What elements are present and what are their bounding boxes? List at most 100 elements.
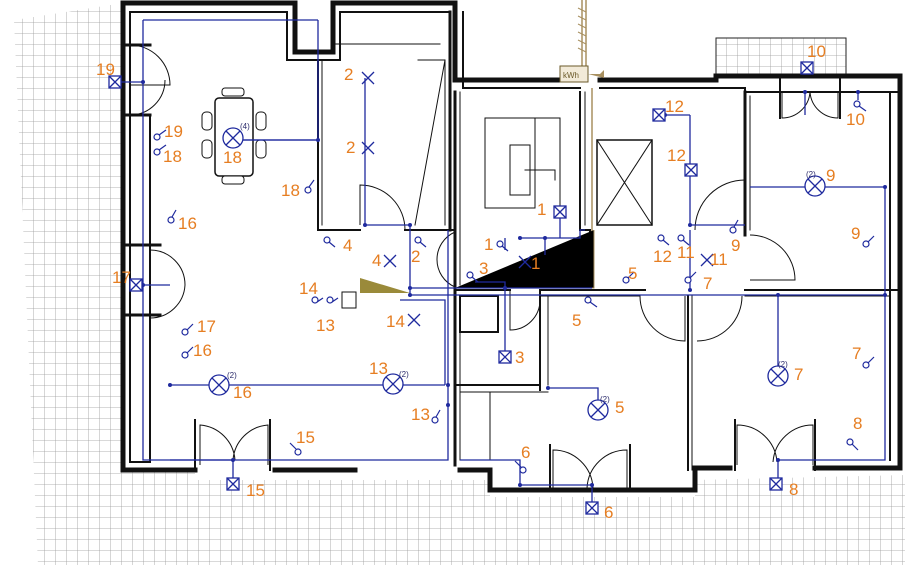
light-fixture-icon xyxy=(767,365,789,387)
meter-riser: kWh xyxy=(455,0,604,289)
circuit-label: 18 xyxy=(223,148,242,167)
switch-icon xyxy=(729,219,739,234)
switch-icon xyxy=(657,234,670,246)
switch-icon xyxy=(323,236,336,248)
circuit-label: 9 xyxy=(851,224,860,243)
circuit-label: 4 xyxy=(343,236,352,255)
socket-icon xyxy=(498,350,512,364)
switch-icon xyxy=(181,323,194,336)
socket-icon xyxy=(226,477,240,491)
switches xyxy=(153,100,875,474)
lamp-count: (2) xyxy=(600,395,610,404)
circuit-label: 14 xyxy=(299,279,318,298)
circuit-label: 1 xyxy=(531,254,540,273)
circuit-label: 5 xyxy=(572,311,581,330)
switch-icon xyxy=(153,129,167,141)
circuit-label: 8 xyxy=(789,480,798,499)
socket-icon xyxy=(585,501,599,515)
circuit-label: 12 xyxy=(653,247,672,266)
socket-icon xyxy=(129,278,143,292)
light-fixture-icon xyxy=(382,373,404,395)
circuit-label: 6 xyxy=(604,503,613,522)
circuit-label: 9 xyxy=(826,166,835,185)
circuit-label: 18 xyxy=(281,181,300,200)
circuit-label: 14 xyxy=(386,312,405,331)
socket-icon xyxy=(684,163,698,177)
light-fixture-icon xyxy=(587,399,609,421)
door-swings xyxy=(129,44,839,490)
circuit-label: 13 xyxy=(411,405,430,424)
switch-icon xyxy=(311,296,324,304)
lamp-count: (4) xyxy=(240,122,250,131)
circuit-label: 2 xyxy=(346,138,355,157)
light-fixture-icon xyxy=(804,175,826,197)
circuit-label: 10 xyxy=(846,110,865,129)
circuit-label: 9 xyxy=(731,236,740,255)
circuit-label: 16 xyxy=(193,341,212,360)
switch-icon xyxy=(684,271,697,284)
circuit-label: 3 xyxy=(479,259,488,278)
socket-icon xyxy=(800,61,814,75)
walls xyxy=(120,0,903,493)
switch-icon xyxy=(466,271,479,283)
pendant-light-icon xyxy=(383,254,397,268)
circuit-label: 5 xyxy=(615,398,624,417)
switch-icon xyxy=(431,409,441,424)
switch-icon xyxy=(289,442,302,456)
circuit-label: 8 xyxy=(853,414,862,433)
circuit-label: 2 xyxy=(344,65,353,84)
lamp-count: (2) xyxy=(399,370,409,379)
circuit-label: 19 xyxy=(164,122,183,141)
circuit-label: 16 xyxy=(233,383,252,402)
pendant-lights xyxy=(361,71,714,327)
circuit-label: 12 xyxy=(665,97,684,116)
socket-icon xyxy=(652,108,666,122)
distribution-board xyxy=(341,278,410,309)
lamp-count: (2) xyxy=(806,170,816,179)
switch-icon xyxy=(414,236,427,248)
switch-icon xyxy=(846,438,859,451)
socket-icon xyxy=(553,205,567,219)
switch-icon xyxy=(514,460,527,474)
circuit-labels: 2 2 2 4 4 1 1 1 3 3 5 5 5 6 6 7 7 7 8 8 … xyxy=(96,42,865,522)
circuit-label: 1 xyxy=(537,200,546,219)
circuit-label: 7 xyxy=(703,274,712,293)
circuit-label: 6 xyxy=(521,443,530,462)
circuit-label: 3 xyxy=(515,348,524,367)
switch-icon xyxy=(496,240,509,252)
circuit-label: 1 xyxy=(484,235,493,254)
circuit-label: 17 xyxy=(197,317,216,336)
pendant-light-icon xyxy=(361,71,375,85)
circuit-label: 11 xyxy=(710,250,728,269)
switch-icon xyxy=(862,356,875,369)
socket-icon xyxy=(108,75,122,89)
circuit-label: 18 xyxy=(163,147,182,166)
sockets xyxy=(108,61,814,515)
lamp-counts: (4) (2) (2) (2) (2) (2) xyxy=(227,122,816,404)
circuit-label: 15 xyxy=(296,428,315,447)
circuit-label: 13 xyxy=(369,359,388,378)
circuit-label: 11 xyxy=(677,243,695,262)
lamp-count: (2) xyxy=(227,371,237,380)
switch-icon xyxy=(167,209,177,224)
light-fixture-icon xyxy=(222,127,244,149)
circuit-label: 5 xyxy=(628,264,637,283)
switch-icon xyxy=(304,179,315,194)
switch-icon xyxy=(153,144,167,156)
circuit-label: 19 xyxy=(96,60,115,79)
meter-label: kWh xyxy=(563,71,579,80)
switch-icon xyxy=(862,235,875,248)
circuit-label: 7 xyxy=(852,344,861,363)
switch-icon xyxy=(584,296,598,308)
lamp-count: (2) xyxy=(778,360,788,369)
socket-icon xyxy=(769,477,783,491)
switch-icon xyxy=(326,296,339,304)
circuit-label: 16 xyxy=(178,214,197,233)
circuit-label: 15 xyxy=(246,481,265,500)
circuit-label: 13 xyxy=(316,316,335,335)
circuit-label: 2 xyxy=(411,247,420,266)
pendant-light-icon xyxy=(700,253,714,267)
circuit-label: 10 xyxy=(807,42,826,61)
circuit-label: 7 xyxy=(794,365,803,384)
